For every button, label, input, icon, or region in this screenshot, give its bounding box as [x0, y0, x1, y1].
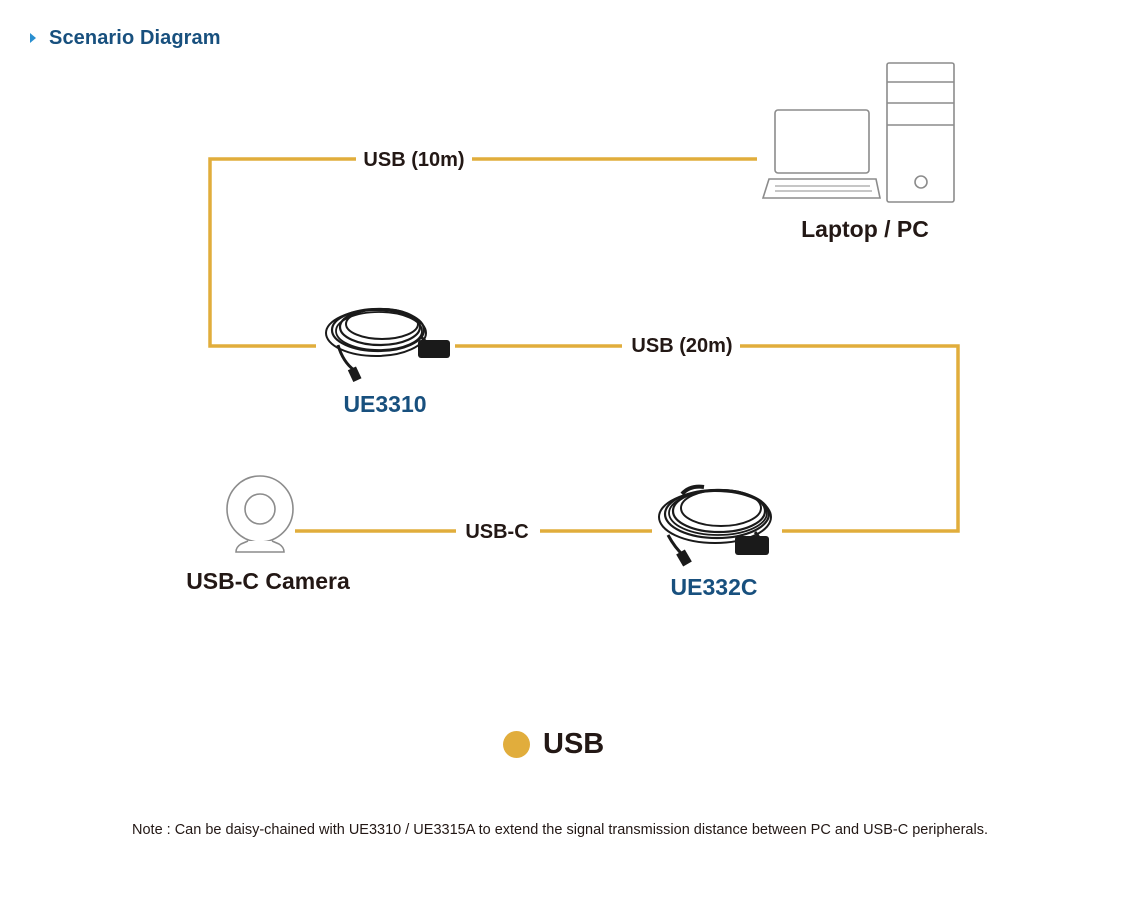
ue3310-label: UE3310	[343, 391, 426, 417]
triangle-bullet-icon	[30, 32, 36, 43]
legend-usb-dot	[503, 731, 530, 758]
ue332c-label: UE332C	[671, 574, 758, 600]
legend: USB	[503, 728, 604, 761]
usb-line-pc-to-ue3310	[208, 157, 757, 348]
connection-label-usb-10m: USB (10m)	[363, 149, 464, 171]
legend-usb-label: USB	[543, 728, 605, 760]
usb-line-ue3310-to-ue332c	[455, 344, 960, 533]
webcam-icon	[226, 475, 294, 553]
footnote: Note : Can be daisy-chained with UE3310 …	[132, 822, 988, 838]
section-header: Scenario Diagram	[30, 27, 221, 50]
section-title: Scenario Diagram	[49, 27, 221, 49]
laptop-pc-icon	[761, 62, 955, 203]
ue332c-cable-icon	[658, 484, 772, 567]
ue3310-cable-icon	[325, 307, 450, 383]
pc-label: Laptop / PC	[801, 216, 929, 242]
camera-label: USB-C Camera	[186, 568, 350, 594]
connection-label-usb-c: USB-C	[465, 521, 528, 543]
connection-label-usb-20m: USB (20m)	[631, 335, 732, 357]
